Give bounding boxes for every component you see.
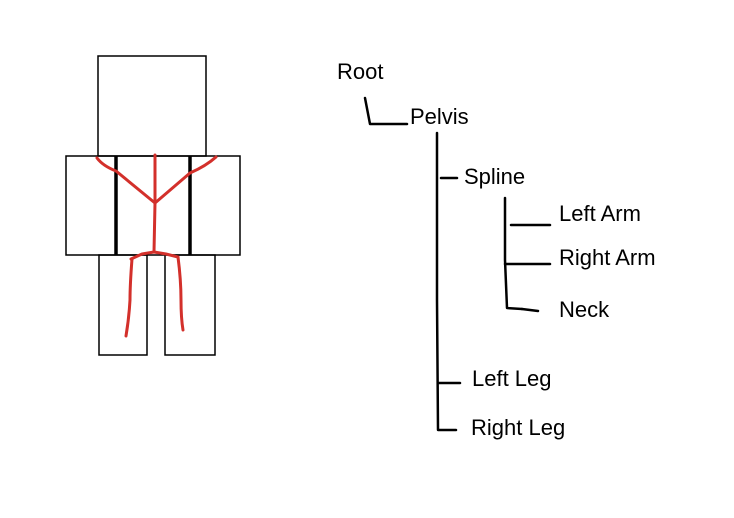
- bone-hip: [129, 250, 180, 261]
- bone-rig: [95, 153, 218, 338]
- character-figure: [65, 55, 241, 356]
- connector-root-pelvis: [363, 96, 409, 126]
- character-head: [97, 55, 207, 157]
- bone-right-leg: [176, 255, 185, 332]
- connector-neck: [520, 307, 540, 313]
- label-left-leg: Left Leg: [472, 366, 552, 391]
- bone-right-shoulder: [153, 155, 218, 205]
- character-torso: [65, 155, 241, 256]
- label-left-arm: Left Arm: [559, 201, 641, 226]
- hierarchy-connectors: [363, 96, 552, 432]
- character-right-leg: [164, 254, 216, 356]
- label-pelvis: Pelvis: [410, 104, 469, 129]
- bone-left-leg: [124, 257, 134, 338]
- label-root: Root: [337, 59, 384, 84]
- label-right-leg: Right Leg: [471, 415, 566, 440]
- label-right-arm: Right Arm: [559, 245, 656, 270]
- connector-pelvis-trunk: [435, 131, 458, 432]
- character-left-leg: [98, 254, 148, 356]
- label-spine: Spline: [464, 164, 526, 189]
- connector-spine-trunk: [503, 196, 524, 311]
- label-neck: Neck: [559, 297, 610, 322]
- bone-left-shoulder: [95, 156, 157, 205]
